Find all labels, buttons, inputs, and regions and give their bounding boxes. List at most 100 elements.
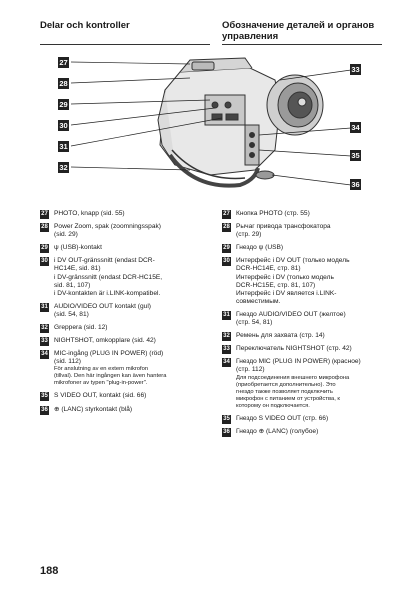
- list-item: 27 Кнопка PHOTO (стр. 55): [222, 210, 385, 219]
- item-text: i DV-kontakten är i.LINK-kompatibel.: [54, 289, 161, 297]
- item-text: (sid. 29): [54, 231, 78, 239]
- item-number-badge: 36: [40, 405, 49, 415]
- header-rule-right: [222, 44, 382, 45]
- item-number-badge: 29: [40, 244, 49, 254]
- item-text: (sid. 54, 81): [54, 310, 89, 318]
- item-text: DCR-HC15E, стр. 81, 107): [236, 281, 316, 289]
- item-text: Гнездо ψ (USB): [236, 244, 284, 252]
- item-note: För anslutning av en extern mikrofon: [54, 366, 149, 373]
- item-text: (стр. 29): [236, 231, 262, 239]
- list-item: 36 Гнездо ⊕ (LANC) (голубое): [222, 427, 385, 437]
- item-number-badge: 33: [40, 337, 49, 347]
- item-number-badge: 30: [40, 257, 49, 267]
- item-text: Гнездо ⊕ (LANC) (голубое): [236, 427, 319, 435]
- item-number-badge: 36: [222, 427, 231, 437]
- list-item: 29 Гнездо ψ (USB): [222, 244, 385, 254]
- item-number-badge: 35: [40, 392, 49, 402]
- callout-27: 27: [58, 57, 69, 68]
- item-note: Для подсоединения внешнего микрофона: [236, 374, 350, 381]
- list-item: 31 AUDIO/VIDEO OUT kontakt (gul)(sid. 54,…: [40, 302, 210, 319]
- item-number-badge: 31: [222, 310, 231, 320]
- callout-35: 35: [350, 150, 361, 161]
- item-number-badge: 32: [222, 332, 231, 342]
- item-text: HC14E, sid. 81): [54, 265, 101, 273]
- callout-34: 34: [350, 122, 361, 133]
- item-text: AUDIO/VIDEO OUT kontakt (gul): [54, 302, 151, 310]
- item-text: PHOTO, knapp (sid. 55): [54, 210, 125, 217]
- list-item: 35 Гнездо S VIDEO OUT (стр. 66): [222, 414, 385, 424]
- list-item: 28 Рычаг привода трансфокатора(стр. 29): [222, 223, 385, 239]
- item-number-badge: 33: [222, 345, 231, 355]
- callout-31: 31: [58, 141, 69, 152]
- list-item: 33 Переключатель NIGHTSHOT (стр. 42): [222, 345, 385, 355]
- item-text: ψ (USB)-kontakt: [54, 244, 102, 252]
- list-item: 31 Гнездо AUDIO/VIDEO OUT (желтое)(стр. 5…: [222, 310, 385, 327]
- item-number-badge: 34: [40, 350, 49, 360]
- list-item: 28 Power Zoom, spak (zoomningsspak)(sid. …: [40, 223, 210, 239]
- parts-list-swedish: 27 PHOTO, knapp (sid. 55) 28 Power Zoom, sp…: [40, 210, 210, 419]
- item-number-badge: 35: [222, 414, 231, 424]
- item-text: Гнездо AUDIO/VIDEO OUT (желтое): [236, 310, 346, 318]
- list-item: 29 ψ (USB)-kontakt: [40, 244, 210, 254]
- item-text: Гнездо S VIDEO OUT (стр. 66): [236, 414, 329, 422]
- item-text: Рычаг привода трансфокатора: [236, 223, 331, 231]
- list-item: 36⊕ (LANC) styrkontakt (blå): [40, 405, 210, 415]
- list-item: 32 Ремень для захвата (стр. 14): [222, 332, 385, 342]
- item-text: совместимым.: [236, 297, 281, 305]
- item-text: Интерфейс i DV (только модель: [236, 273, 334, 281]
- parts-list-russian: 27 Кнопка PHOTO (стр. 55) 28 Рычаг привода …: [222, 210, 385, 441]
- item-number-badge: 31: [40, 302, 49, 312]
- camcorder-drawing: [70, 57, 352, 188]
- item-text: Greppera (sid. 12): [54, 324, 108, 332]
- callout-28: 28: [58, 78, 69, 89]
- callout-29: 29: [58, 99, 69, 110]
- item-number-badge: 28: [222, 223, 231, 233]
- item-number-badge: 34: [222, 358, 231, 368]
- list-item: 34 Гнездо MIC (PLUG IN POWER) (красное)(с…: [222, 358, 385, 409]
- list-item: 30 i DV OUT-gränssnitt (endast DCR-HC14E,…: [40, 257, 210, 297]
- section-title-russian: Обозначение деталей и органов управления: [222, 20, 375, 42]
- list-item: 34 MIC-ingång (PLUG IN POWER) (röd)(sid. …: [40, 350, 210, 387]
- list-item: 27 PHOTO, knapp (sid. 55): [40, 210, 210, 219]
- item-text: Ремень для захвата (стр. 14): [236, 332, 325, 340]
- item-text: i DV OUT-gränssnitt (endast DCR-: [54, 257, 155, 265]
- section-title-swedish: Delar och kontroller: [40, 20, 130, 31]
- item-note: mikrofoner av typen "plug-in-power".: [54, 380, 148, 387]
- item-text: S VIDEO OUT, kontakt (sid. 66): [54, 392, 147, 400]
- item-text: Power Zoom, spak (zoomningsspak): [54, 223, 162, 231]
- item-note: гнездо также позволяет подключить: [236, 388, 333, 395]
- list-item: 32 Greppera (sid. 12): [40, 324, 210, 334]
- item-note: микрофон с питанием от устройства, к: [236, 395, 340, 402]
- item-text: (стр. 54, 81): [236, 319, 273, 327]
- item-text: Кнопка PHOTO (стр. 55): [236, 210, 310, 217]
- camcorder-illustration: 27 28 29 30 31 32 33 34 35 36: [40, 50, 382, 200]
- item-text: Интерфейс i DV OUT (только модель: [236, 257, 350, 265]
- item-note: (приобретается дополнительно). Это: [236, 381, 336, 388]
- item-text: Переключатель NIGHTSHOT (стр. 42): [236, 345, 352, 353]
- item-text: MIC-ingång (PLUG IN POWER) (röd): [54, 350, 164, 358]
- list-item: 35 S VIDEO OUT, kontakt (sid. 66): [40, 392, 210, 402]
- item-text: DCR-HC14E, стр. 81): [236, 265, 301, 273]
- item-number-badge: 32: [40, 324, 49, 334]
- page-number: 188: [40, 565, 59, 577]
- item-note: (tillval). Den här ingången kan även han…: [54, 373, 167, 380]
- item-text: (стр. 112): [236, 366, 265, 374]
- header-rule-left: [40, 44, 210, 45]
- item-text: i DV-gränssnitt (endast DCR-HC15E,: [54, 273, 163, 281]
- list-item: 33 NIGHTSHOT, omkopplare (sid. 42): [40, 337, 210, 347]
- callout-32: 32: [58, 162, 69, 173]
- callout-30: 30: [58, 120, 69, 131]
- item-number-badge: 28: [40, 223, 49, 233]
- item-number-badge: 27: [40, 210, 49, 219]
- item-number-badge: 30: [222, 257, 231, 267]
- item-text: Гнездо MIC (PLUG IN POWER) (красное): [236, 358, 361, 366]
- item-number-badge: 29: [222, 244, 231, 254]
- item-text: NIGHTSHOT, omkopplare (sid. 42): [54, 337, 156, 345]
- item-text: (sid. 112): [54, 358, 81, 366]
- callout-36: 36: [350, 179, 361, 190]
- callout-33: 33: [350, 64, 361, 75]
- item-note: которому он подключается.: [236, 402, 310, 409]
- item-text: Интерфейс i DV является i.LINK-: [236, 289, 337, 297]
- item-number-badge: 27: [222, 210, 231, 219]
